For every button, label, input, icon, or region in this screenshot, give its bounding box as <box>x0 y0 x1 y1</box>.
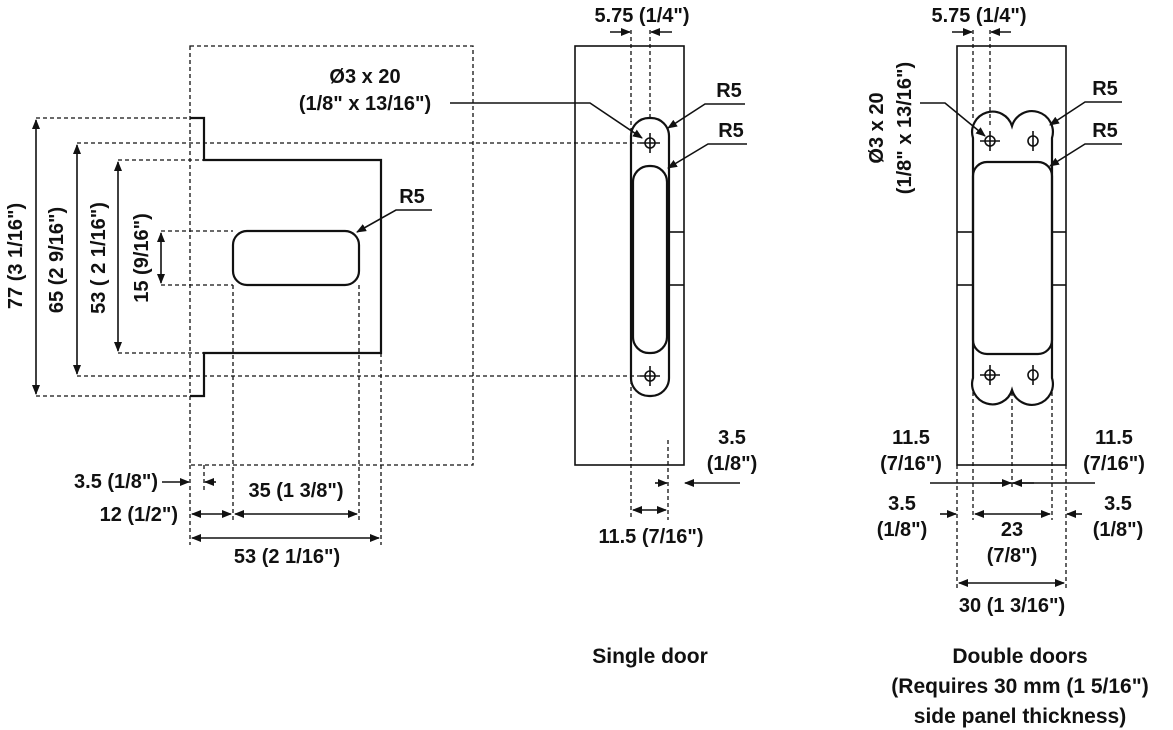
double-doors-hinge-plate <box>971 110 1054 406</box>
double-doors-view: 5.75 (1/4") Ø3 x 20 (1/8" x 13/16") R5 R… <box>866 5 1149 728</box>
double-doors-23-l1: 23 <box>1001 519 1023 541</box>
double-doors-11-5-r1: 11.5 <box>1095 427 1133 449</box>
double-doors-3-5-r2: (1/8") <box>1093 519 1144 541</box>
dim-35-label: 35 (1 3/8") <box>248 480 343 502</box>
double-doors-hole-2: (1/8" x 13/16") <box>894 62 916 194</box>
double-doors-top-dim: 5.75 (1/4") <box>931 5 1026 27</box>
left-radius-label: R5 <box>399 186 425 208</box>
double-doors-caption-1: Double doors <box>952 645 1087 668</box>
single-door-screw-top <box>640 133 660 153</box>
double-doors-hinge-slot <box>971 160 1054 356</box>
left-hole-label-2: (1/8" x 13/16") <box>299 93 431 115</box>
dim-12-label: 12 (1/2") <box>100 504 178 526</box>
double-doors-hole-leader <box>920 102 986 137</box>
single-door-radius-2: R5 <box>718 120 744 142</box>
dim-53v-label: 53 ( 2 1/16") <box>88 202 110 314</box>
single-door-hinge-slot <box>631 164 669 355</box>
single-door-3-5-line1: 3.5 <box>718 427 746 449</box>
single-door-hinge-plate <box>629 116 671 398</box>
double-doors-radius-1: R5 <box>1092 78 1118 100</box>
left-hinge-body <box>190 116 383 398</box>
left-radius-leader <box>356 209 432 233</box>
double-doors-3-5-l2: (1/8") <box>877 519 928 541</box>
double-doors-screw-bl <box>980 365 1000 385</box>
dim-65-label: 65 (2 9/16") <box>46 207 68 313</box>
double-doors-screw-br <box>1027 365 1039 385</box>
single-door-view: 5.75 (1/4") R5 R5 3.5 (1/8") 11.5 (7/16"… <box>574 5 758 668</box>
single-door-top-dim: 5.75 (1/4") <box>594 5 689 27</box>
double-doors-hole-1: Ø3 x 20 <box>866 92 888 163</box>
single-door-radius-2-leader <box>667 143 747 169</box>
double-doors-radius-2: R5 <box>1092 120 1118 142</box>
dim-15-label: 15 (9/16") <box>131 213 153 303</box>
double-doors-23-l2: (7/8") <box>987 545 1038 567</box>
double-doors-radius-1-leader <box>1049 101 1122 126</box>
double-doors-caption-3: side panel thickness) <box>914 705 1126 728</box>
left-slot <box>231 229 361 287</box>
single-door-radius-1-leader <box>667 103 745 129</box>
double-doors-screw-tl <box>980 131 1000 151</box>
dim-3-5-label: 3.5 (1/8") <box>74 471 158 493</box>
left-hole-leader <box>450 102 643 139</box>
double-doors-screw-tr <box>1027 131 1039 151</box>
double-doors-3-5-l1: 3.5 <box>888 493 916 515</box>
left-panel-outline <box>189 45 474 466</box>
single-door-3-5-line2: (1/8") <box>707 453 758 475</box>
double-doors-30-label: 30 (1 3/16") <box>959 595 1065 617</box>
left-view: 77 (3 1/16") 65 (2 9/16") 53 ( 2 1/16") … <box>5 45 643 568</box>
single-door-screw-bottom <box>640 366 660 386</box>
single-door-panel <box>574 45 685 466</box>
double-doors-radius-2-leader <box>1049 143 1122 167</box>
left-hole-label-1: Ø3 x 20 <box>329 66 400 88</box>
single-door-radius-1: R5 <box>716 80 742 102</box>
double-doors-3-5-r1: 3.5 <box>1104 493 1132 515</box>
single-door-11-5-label: 11.5 (7/16") <box>598 526 703 548</box>
double-doors-11-5-l1: 11.5 <box>892 427 930 449</box>
double-doors-caption-2: (Requires 30 mm (1 5/16") <box>891 675 1148 698</box>
double-doors-11-5-l2: (7/16") <box>880 453 942 475</box>
dim-53h-label: 53 (2 1/16") <box>234 546 340 568</box>
double-doors-11-5-r2: (7/16") <box>1083 453 1145 475</box>
single-door-caption: Single door <box>592 645 708 668</box>
dim-77-label: 77 (3 1/16") <box>5 203 27 309</box>
